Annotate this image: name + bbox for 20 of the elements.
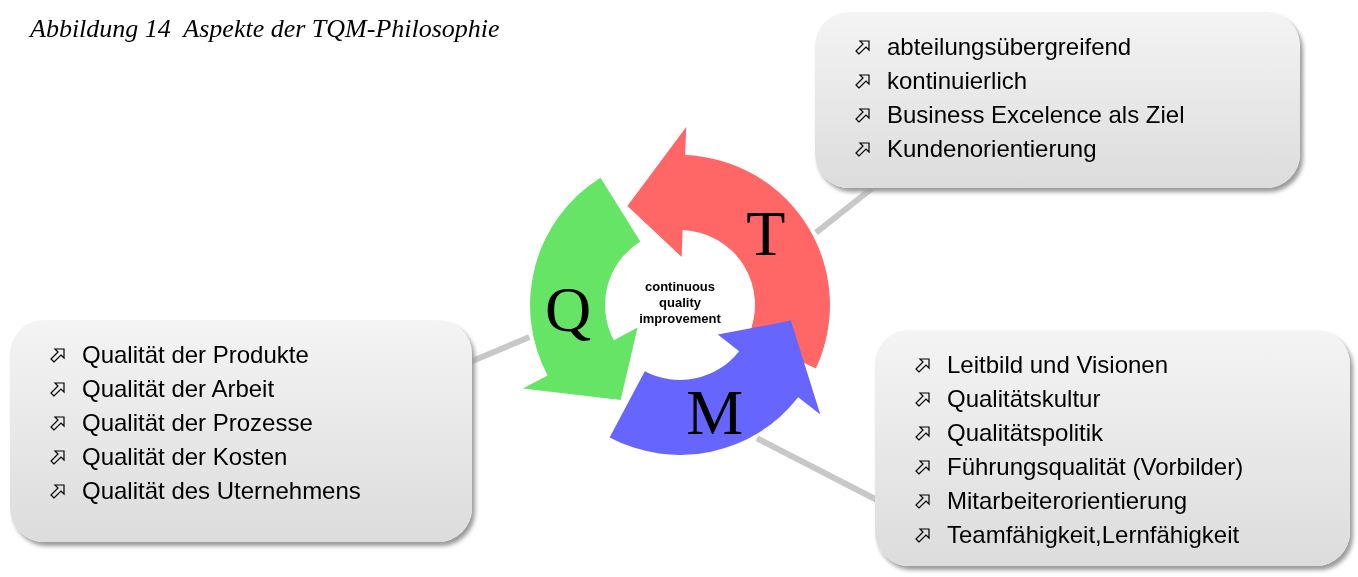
list-item: abteilungsübergreifend	[887, 33, 1132, 61]
list-item: Qualität der Arbeit	[82, 375, 275, 403]
list-item: Teamfähigkeit,Lernfähigkeit	[947, 521, 1240, 549]
list-item: Qualität der Produkte	[82, 341, 309, 369]
speech-bubble	[815, 12, 1300, 188]
list-item: Qualität der Kosten	[82, 443, 288, 471]
list-item: Business Excelence als Ziel	[887, 101, 1185, 129]
figure-title: Abbildung 14 Aspekte der TQM-Philosophie	[30, 14, 500, 44]
list-item: Qualitätspolitik	[947, 419, 1104, 447]
list-item: Leitbild und Visionen	[947, 351, 1169, 379]
speech-bubble	[10, 320, 472, 542]
list-item: Führungsqualität (Vorbilder)	[947, 453, 1244, 481]
speech-bubble	[875, 330, 1350, 566]
list-item: kontinuierlich	[887, 67, 1028, 95]
cycle-segment: Q	[522, 177, 641, 400]
list-item: Qualität der Prozesse	[82, 409, 313, 437]
list-item: Qualität des Uternehmens	[82, 477, 361, 505]
list-item: Kundenorientierung	[887, 135, 1097, 163]
list-item: Qualitätskultur	[947, 385, 1101, 413]
list-item: Mitarbeiterorientierung	[947, 487, 1188, 515]
